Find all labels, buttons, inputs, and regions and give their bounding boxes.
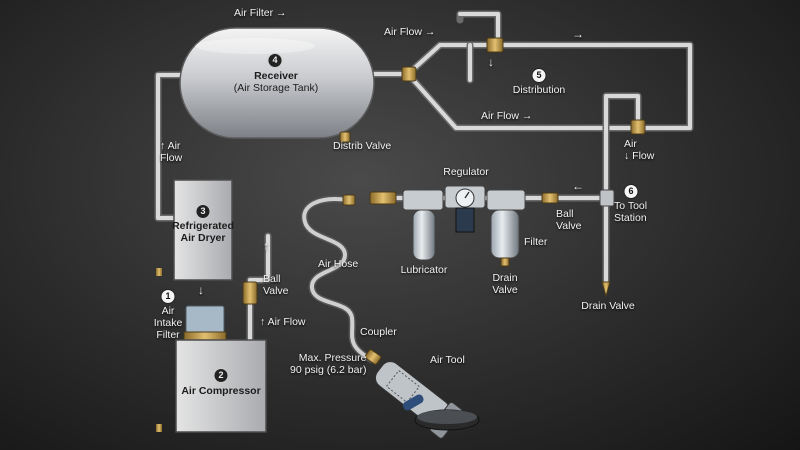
air-compressor <box>156 339 267 433</box>
air-flow-right-label: Air ↓ Flow <box>624 138 655 162</box>
air-flow-left-label: ↑ Air Flow <box>160 140 183 164</box>
flow-arrow-dryer-in: ↑ <box>263 239 269 253</box>
air-intake-filter <box>183 305 227 341</box>
distribution-valve-left <box>401 66 417 82</box>
distribution-label: Distribution <box>512 84 566 96</box>
distribution-valve-top <box>486 37 504 53</box>
flow-arrow-intake: ↓ <box>198 283 204 297</box>
air-flow-mid-label: Air Flow → <box>481 110 533 122</box>
drain-valve-right-label: Drain Valve <box>581 300 635 312</box>
tool-station-number: 6 <box>624 185 638 198</box>
distribution-valve-right <box>630 119 646 135</box>
frl-unit <box>402 185 526 267</box>
regulator-label: Regulator <box>443 166 489 178</box>
drain-valve-right <box>601 281 611 298</box>
air-hose-label: Air Hose <box>318 258 359 270</box>
receiver-sublabel: (Air Storage Tank) <box>233 82 319 94</box>
tool-station-tee <box>599 189 615 207</box>
frl-inlet-fitting <box>369 191 397 205</box>
compressor-label: Air Compressor <box>181 385 261 397</box>
ball-valve-right <box>541 192 559 204</box>
receiver-number: 4 <box>268 54 282 67</box>
air-flow-top-label: Air Flow → <box>384 26 436 38</box>
air-tool-grinder <box>364 349 480 439</box>
flow-arrow-drop: ↓ <box>488 55 494 69</box>
intake-number: 1 <box>161 290 175 303</box>
ball-valve-left <box>242 281 258 305</box>
flow-arrow-top-right: → <box>572 27 584 41</box>
air-flow-bottom-label: ↑ Air Flow <box>260 316 306 328</box>
distribution-number: 5 <box>532 69 546 82</box>
receiver-tank <box>179 27 375 139</box>
compressor-number: 2 <box>214 369 228 382</box>
coupler-label: Coupler <box>360 326 397 338</box>
filter-label: Filter <box>524 236 548 248</box>
lubricator-label: Lubricator <box>400 264 448 276</box>
distr-valve-label: Distrib Valve <box>333 140 392 152</box>
hose-coupler-top <box>342 194 356 206</box>
dryer-number: 3 <box>196 205 210 218</box>
air-tool-label: Air Tool <box>430 354 465 366</box>
air-filter-label: Air Filter → <box>234 7 287 19</box>
distr-valve <box>339 131 351 143</box>
flow-arrow-to-frl: ← <box>572 179 584 193</box>
refrigerated-air-dryer <box>156 179 233 281</box>
receiver-label: Receiver <box>254 70 298 82</box>
